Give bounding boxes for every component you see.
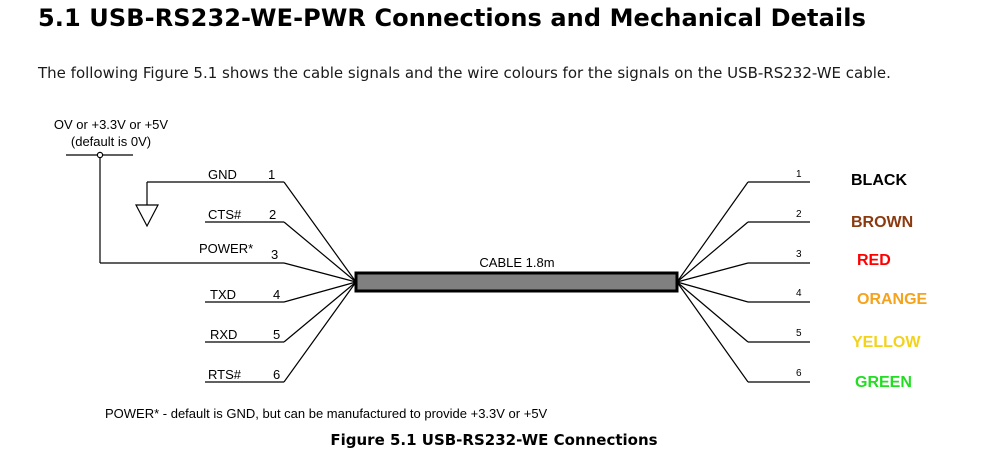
- signal-rxd-label: RXD: [210, 327, 237, 342]
- left-pin-3: 3: [271, 247, 278, 262]
- wire-colour-brown: BROWN: [851, 214, 913, 231]
- wire-colour-black: BLACK: [851, 172, 907, 189]
- right-pin-1: 1: [796, 169, 802, 180]
- right-pin-5: 5: [796, 328, 802, 339]
- left-pin-leads: [205, 221, 284, 383]
- cable-length-label: CABLE 1.8m: [479, 255, 554, 270]
- left-pin-4: 4: [273, 287, 280, 302]
- wire-colour-red: RED: [857, 252, 891, 269]
- right-pin-6: 6: [796, 368, 802, 379]
- section-heading: 5.1 USB-RS232-WE-PWR Connections and Mec…: [38, 4, 866, 32]
- left-pin-2: 2: [269, 207, 276, 222]
- power-voltage-label: OV or +3.3V or +5V: [54, 117, 169, 132]
- right-wire-leads: [748, 181, 810, 383]
- signal-gnd-label: GND: [208, 167, 237, 182]
- ground-icon: [135, 181, 284, 228]
- right-pin-4: 4: [796, 288, 802, 299]
- wire-colour-orange: ORANGE: [857, 291, 928, 308]
- left-fan-lines: [283, 181, 357, 383]
- left-pin-6: 6: [273, 367, 280, 382]
- signal-txd-label: TXD: [210, 287, 236, 302]
- left-pin-1: 1: [268, 167, 275, 182]
- wire-colour-yellow: YELLOW: [852, 334, 921, 351]
- left-pin-5: 5: [273, 327, 280, 342]
- power-terminal-icon: [96, 151, 104, 159]
- intro-paragraph: The following Figure 5.1 shows the cable…: [38, 64, 891, 82]
- figure-caption: Figure 5.1 USB-RS232-WE Connections: [330, 431, 658, 449]
- signal-cts-label: CTS#: [208, 207, 242, 222]
- power-default-label: (default is 0V): [71, 134, 151, 149]
- right-pin-2: 2: [796, 209, 802, 220]
- right-pin-3: 3: [796, 249, 802, 260]
- signal-rts-label: RTS#: [208, 367, 242, 382]
- cable-body: [354, 271, 679, 293]
- right-fan-lines: [676, 181, 749, 383]
- wire-colour-green: GREEN: [855, 374, 912, 391]
- signal-power-label: POWER*: [199, 241, 253, 256]
- power-footnote: POWER* - default is GND, but can be manu…: [105, 406, 548, 421]
